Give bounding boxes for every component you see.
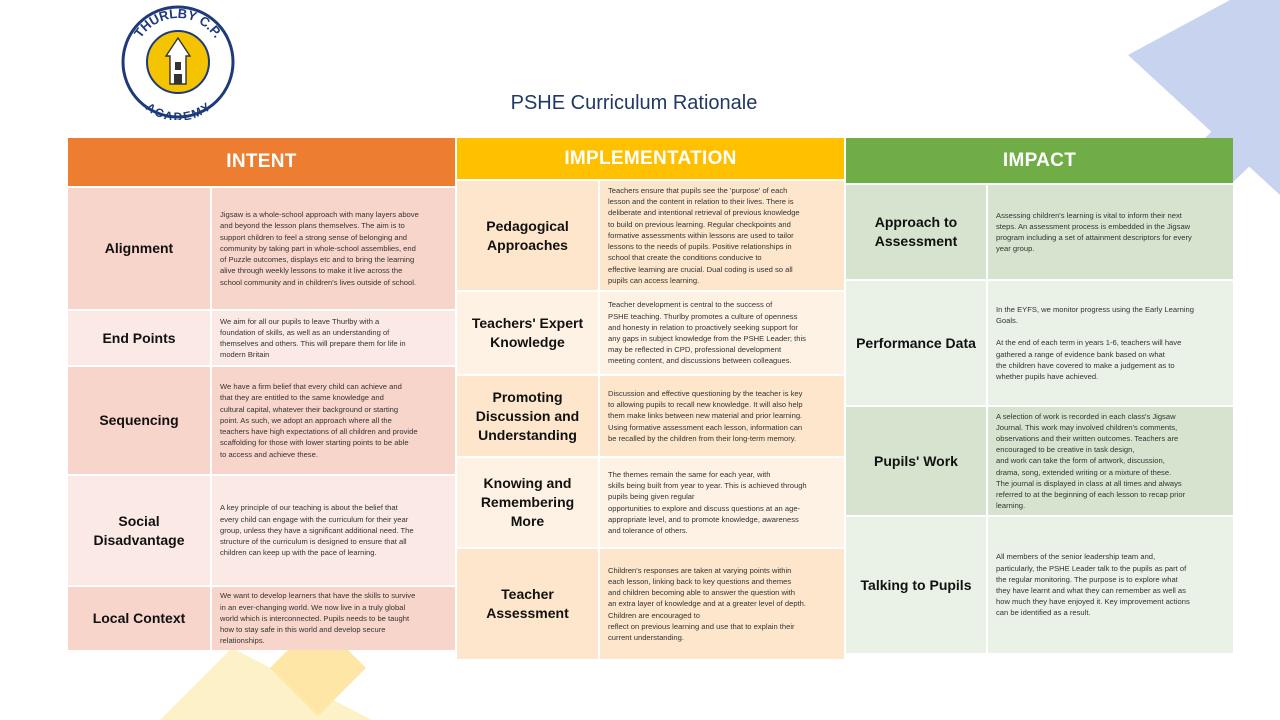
impact-row-label: Performance Data [846,281,988,405]
intent-row-text: A key principle of our teaching is about… [220,503,414,558]
school-logo: THURLBY C.P. ACADEMY [121,5,235,120]
implementation-row-text: Discussion and effective questioning by … [608,388,803,443]
intent-row-text: We aim for all our pupils to leave Thurl… [220,316,406,360]
intent-row-text: Jigsaw is a whole-school approach with m… [220,210,419,287]
implementation-row-label: Teacher Assessment [457,549,600,659]
impact-row-text: A selection of work is recorded in each … [996,411,1186,511]
intent-row-text: We want to develop learners that have th… [220,591,416,646]
intent-row-label: Alignment [68,188,212,309]
intent-row-text: We have a firm belief that every child c… [220,382,418,459]
impact-header: IMPACT [846,138,1233,183]
implementation-row-text: Children's responses are taken at varyin… [608,565,806,642]
intent-row-label: End Points [68,311,212,365]
page-title: PSHE Curriculum Rationale [510,92,758,114]
implementation-row-text: The themes remain the same for each year… [608,469,807,535]
implementation-row-label: Promoting Discussion and Understanding [457,376,600,456]
impact-row-text: All members of the senior leadership tea… [996,552,1190,618]
impact-row-text: Assessing children's learning is vital t… [996,210,1192,254]
implementation-row-label: Pedagogical Approaches [457,181,600,290]
implementation-header: IMPLEMENTATION [457,138,844,179]
implementation-row-label: Teachers' Expert Knowledge [457,292,600,374]
intent-row-label: Social Disadvantage [68,476,212,585]
implementation-row-text: Teachers ensure that pupils see the 'pur… [608,186,800,285]
implementation-row-text: Teacher development is central to the su… [608,300,806,366]
impact-row-label: Pupils' Work [846,407,988,515]
impact-row-label: Talking to Pupils [846,517,988,653]
implementation-row-label: Knowing and Remembering More [457,458,600,547]
impact-row-text: In the EYFS, we monitor progress using t… [996,304,1194,381]
intent-row-label: Sequencing [68,367,212,474]
intent-header: INTENT [68,138,455,186]
intent-row-label: Local Context [68,587,212,650]
impact-row-label: Approach to Assessment [846,185,988,279]
